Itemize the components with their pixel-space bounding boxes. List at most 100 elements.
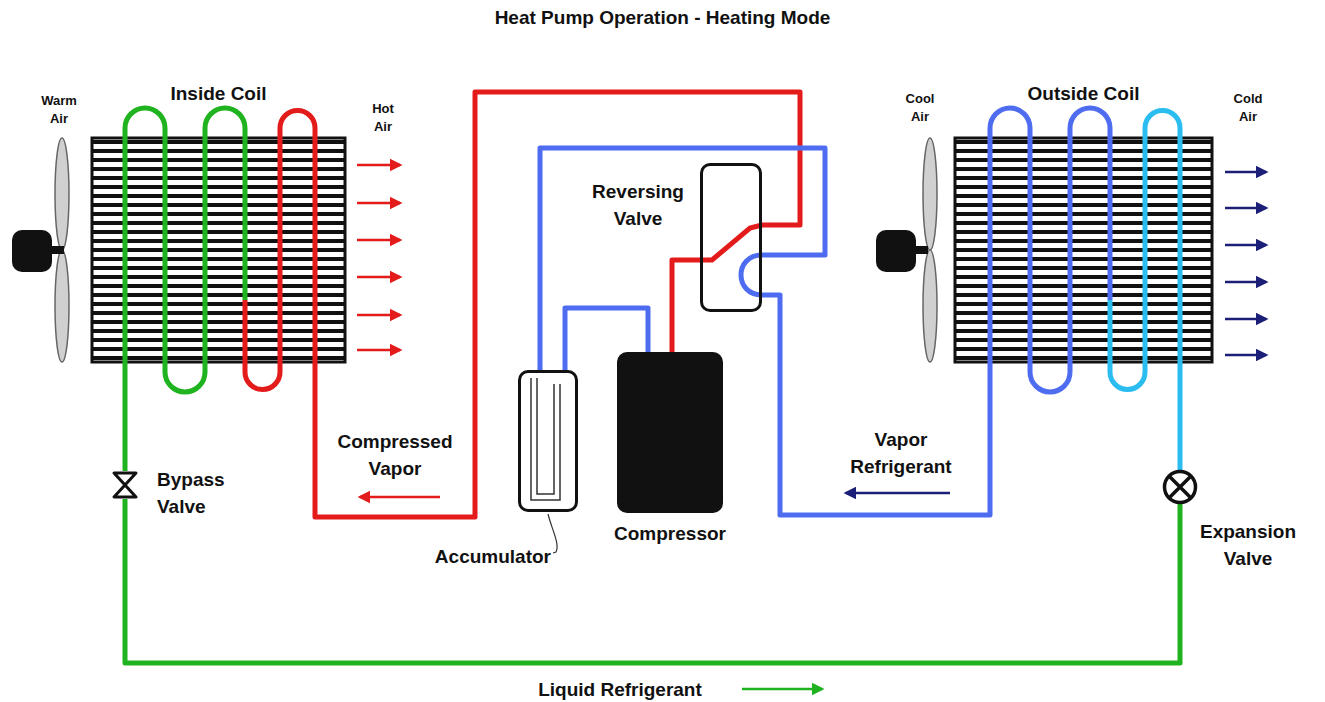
part-label: Expansion Valve	[1183, 518, 1313, 572]
coil-tube	[990, 108, 1110, 392]
compressor: Compressor	[617, 352, 723, 513]
fin-line	[955, 203, 1212, 207]
fin-line	[955, 212, 1212, 216]
refrigerant-pipe	[315, 92, 800, 517]
fin-line	[92, 293, 345, 297]
refrigerant-pipe	[672, 260, 700, 352]
fin-line	[92, 203, 345, 207]
fin-line	[92, 176, 345, 180]
accumulator: Accumulator	[518, 370, 578, 512]
fin-line	[92, 320, 345, 324]
fin-line	[955, 266, 1212, 270]
part-label: Compressor	[587, 520, 753, 547]
fin-line	[955, 356, 1212, 360]
expansion-valve: Expansion Valve	[1163, 470, 1197, 504]
coil-fins	[92, 138, 1212, 362]
air-label: Hot Air	[362, 100, 404, 136]
refrigerant-pipe	[1178, 362, 1183, 470]
flow-arrow	[846, 492, 950, 495]
fin-line	[955, 140, 1212, 144]
fin-line	[955, 284, 1212, 288]
fin-line	[92, 221, 345, 225]
fin-line	[955, 185, 1212, 189]
coil-tube	[125, 108, 245, 392]
accumulator-tube	[531, 378, 560, 500]
coil-frame	[92, 138, 345, 362]
flow-label: Vapor Refrigerant	[840, 426, 962, 480]
fin-line	[955, 194, 1212, 198]
reversing-valve: Reversing Valve	[700, 163, 762, 312]
part-label: Outside Coil	[955, 80, 1212, 107]
fin-line	[955, 293, 1212, 297]
flow-arrow	[360, 496, 440, 499]
outside-coil: Outside Coil	[955, 138, 1212, 362]
fin-line	[92, 329, 345, 333]
fin-line	[92, 185, 345, 189]
coil-frame	[955, 138, 1212, 362]
part-label: Reversing Valve	[578, 178, 698, 232]
flow-label: Compressed Vapor	[320, 428, 470, 482]
bypass-valve-symbol	[112, 471, 138, 499]
part-label: Inside Coil	[92, 80, 345, 107]
refrigerant-pipe	[125, 499, 1180, 663]
fin-line	[955, 239, 1212, 243]
air-label: Cold Air	[1226, 90, 1270, 126]
fin-line	[92, 347, 345, 351]
fin-line	[92, 230, 345, 234]
diagram-title: Heat Pump Operation - Heating Mode	[0, 4, 1325, 31]
inside-coil: Inside Coil	[92, 138, 345, 362]
air-label: Cool Air	[898, 90, 942, 126]
fin-line	[955, 329, 1212, 333]
fin-line	[955, 176, 1212, 180]
fin-line	[92, 212, 345, 216]
bypass-valve: Bypass Valve	[112, 471, 138, 499]
fin-line	[92, 167, 345, 171]
fin-line	[955, 320, 1212, 324]
hot-air-arrows	[357, 165, 400, 350]
valve-port	[741, 255, 762, 295]
refrigerant-pipe	[540, 148, 825, 370]
fin-line	[92, 356, 345, 360]
cold-air-arrows	[1225, 172, 1266, 355]
air-label: Warm Air	[36, 92, 82, 128]
part-label: Bypass Valve	[157, 466, 247, 520]
fin-line	[955, 302, 1212, 306]
fin-line	[92, 338, 345, 342]
fin-line	[92, 284, 345, 288]
fin-line	[92, 158, 345, 162]
refrigerant-pipe	[762, 295, 990, 515]
flow-arrow	[742, 688, 822, 691]
fin-line	[92, 248, 345, 252]
fin-line	[92, 257, 345, 261]
coil-tube	[1110, 111, 1180, 390]
fin-line	[955, 338, 1212, 342]
fin-line	[92, 302, 345, 306]
fin-line	[92, 140, 345, 144]
fin-line	[92, 194, 345, 198]
fin-line	[955, 149, 1212, 153]
outside-fan	[876, 138, 937, 362]
fin-line	[955, 230, 1212, 234]
fin-line	[955, 347, 1212, 351]
fin-line	[955, 248, 1212, 252]
refrigerant-pipe	[123, 362, 128, 471]
fin-line	[92, 266, 345, 270]
fin-line	[955, 257, 1212, 261]
part-label: Accumulator	[413, 543, 551, 570]
fin-line	[92, 275, 345, 279]
coil-tube	[245, 111, 315, 390]
fin-line	[955, 167, 1212, 171]
inside-fan	[12, 138, 69, 362]
fin-line	[92, 149, 345, 153]
expansion-valve-symbol	[1163, 470, 1197, 504]
fin-line	[92, 239, 345, 243]
flow-label: Liquid Refrigerant	[520, 676, 720, 702]
fin-line	[955, 221, 1212, 225]
fin-line	[955, 158, 1212, 162]
fin-line	[955, 311, 1212, 315]
fin-line	[955, 275, 1212, 279]
fin-line	[92, 311, 345, 315]
